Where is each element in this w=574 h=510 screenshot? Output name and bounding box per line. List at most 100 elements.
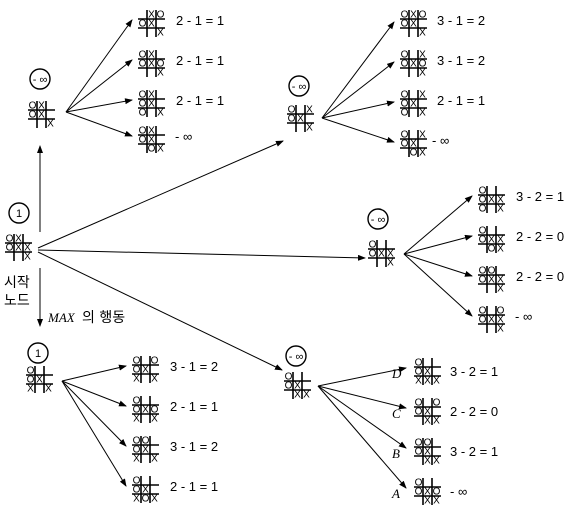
o-mark: O: [479, 275, 487, 286]
leaf-e-letter: D: [391, 366, 402, 381]
x-mark: X: [410, 59, 417, 70]
x-mark: X: [415, 376, 422, 387]
o-mark: O: [157, 59, 165, 70]
o-mark: O: [133, 396, 141, 407]
x-mark: X: [419, 130, 426, 141]
x-mark: X: [157, 108, 164, 119]
x-mark: X: [488, 195, 495, 206]
x-mark: X: [433, 456, 440, 467]
x-mark: X: [488, 315, 495, 326]
x-mark: X: [142, 485, 149, 496]
edge-c-leaf: [403, 234, 473, 255]
leaf-b-value: 3 - 1 = 2: [437, 53, 485, 68]
x-mark: X: [419, 68, 426, 79]
edge-a-leaf: [65, 111, 133, 137]
x-mark: X: [424, 407, 431, 418]
x-mark: X: [387, 249, 394, 260]
leaf-e-value: - ∞: [450, 484, 467, 499]
x-mark: X: [497, 204, 504, 215]
x-mark: X: [148, 10, 155, 21]
o-mark: O: [479, 186, 487, 197]
edge-c-leaf: [403, 195, 473, 255]
o-mark: O: [497, 306, 505, 317]
edge-a-leaf: [65, 19, 133, 113]
x-mark: X: [488, 235, 495, 246]
edge-d-leaf: [61, 380, 127, 407]
value-circle-text: - ∞: [371, 214, 386, 226]
x-mark: X: [24, 243, 31, 254]
x-mark: X: [133, 414, 140, 425]
o-mark: O: [29, 110, 37, 121]
edge-e-leaf: [317, 366, 407, 387]
x-mark: X: [148, 90, 155, 101]
o-mark: O: [415, 398, 423, 409]
edge-d-leaf: [61, 380, 127, 447]
o-mark: O: [139, 126, 147, 137]
x-mark: X: [433, 416, 440, 427]
x-mark: X: [148, 126, 155, 137]
o-mark: O: [133, 436, 141, 447]
o-mark: O: [415, 407, 423, 418]
x-mark: X: [27, 384, 34, 395]
x-mark: X: [410, 10, 417, 21]
o-mark: O: [133, 405, 141, 416]
text-labels: 시작 노드 MAX 의 행동 1- ∞2 - 1 = 12 - 1 = 12 -…: [4, 13, 564, 501]
edge-root-b: [37, 140, 284, 249]
o-mark: O: [6, 234, 14, 245]
o-mark: O: [285, 372, 293, 383]
o-mark: O: [488, 266, 496, 277]
value-circle-text: - ∞: [289, 351, 304, 363]
x-mark: X: [378, 249, 385, 260]
value-circle-text: 1: [35, 348, 41, 360]
circle-c: [367, 208, 389, 230]
x-mark: X: [38, 101, 45, 112]
o-mark: O: [133, 445, 141, 456]
o-mark: O: [415, 358, 423, 369]
x-mark: X: [410, 99, 417, 110]
o-mark: O: [29, 101, 37, 112]
edge-b-leaf: [321, 61, 395, 119]
o-mark: O: [288, 114, 296, 125]
value-circle-text: - ∞: [33, 74, 48, 86]
x-mark: X: [433, 496, 440, 507]
o-mark: O: [27, 375, 35, 386]
x-mark: X: [15, 243, 22, 254]
edge-root-e: [37, 251, 283, 371]
x-mark: X: [148, 19, 155, 30]
leaf-e-value: 3 - 2 = 1: [450, 364, 498, 379]
o-mark: O: [433, 487, 441, 498]
o-mark: O: [151, 405, 159, 416]
x-mark: X: [419, 50, 426, 61]
leaf-a-value: 2 - 1 = 1: [176, 53, 224, 68]
x-mark: X: [148, 135, 155, 146]
x-mark: X: [151, 374, 158, 385]
o-mark: O: [401, 10, 409, 21]
o-mark: O: [148, 144, 156, 155]
o-mark: O: [27, 366, 35, 377]
o-mark: O: [133, 356, 141, 367]
leaf-b-value: - ∞: [432, 133, 449, 148]
leaf-e-letter: B: [392, 446, 400, 461]
edge-e-leaf: [317, 385, 407, 449]
o-mark: O: [479, 204, 487, 215]
x-mark: X: [424, 456, 431, 467]
o-mark: O: [6, 243, 14, 254]
x-mark: X: [419, 148, 426, 159]
o-mark: O: [415, 367, 423, 378]
x-mark: X: [488, 275, 495, 286]
x-mark: X: [306, 123, 313, 134]
